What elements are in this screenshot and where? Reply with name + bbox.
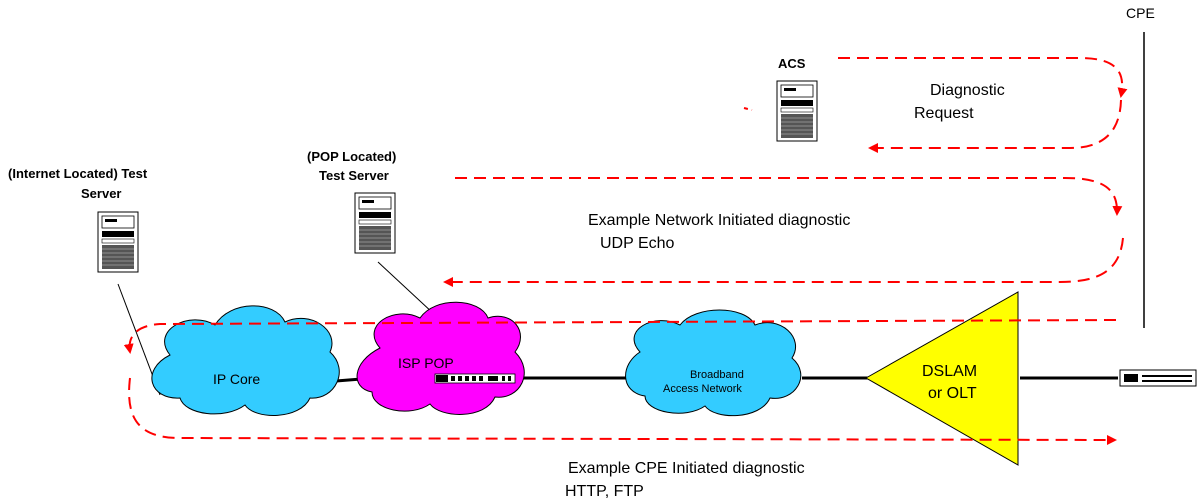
internet-server-label-2: Server: [81, 186, 121, 201]
cpe-label: CPE: [1126, 5, 1155, 21]
ip-core-cloud: IP Core: [151, 305, 340, 416]
acs-arc: [743, 107, 753, 111]
pop-server-label-2: Test Server: [319, 168, 389, 183]
dslam-label-2: or OLT: [928, 385, 977, 402]
broadband-cloud: Broadband Access Network: [625, 309, 802, 417]
isp-pop-label: ISP POP: [398, 355, 454, 371]
router-icon: [434, 373, 516, 384]
internet-server-icon: [97, 211, 139, 273]
modem-icon: [1119, 369, 1197, 387]
diag-request-label-2: Request: [914, 105, 974, 122]
dslam-label-1: DSLAM: [922, 363, 977, 380]
isp-pop-cloud: ISP POP: [356, 301, 525, 415]
ip-core-label: IP Core: [213, 371, 260, 387]
internet-server-label-1: (Internet Located) Test: [8, 166, 148, 181]
network-initiated-label-1: Example Network Initiated diagnostic: [588, 212, 850, 229]
pop-server-icon: [354, 192, 396, 254]
acs-server-icon: [776, 80, 818, 142]
network-response-arrow: [443, 237, 1124, 287]
broadband-label-1: Broadband: [690, 369, 744, 381]
acs-label: ACS: [778, 56, 806, 71]
diag-request-label-1: Diagnostic: [930, 82, 1005, 99]
dslam-triangle: DSLAM or OLT: [864, 291, 1019, 466]
cpe-initiated-label-2: HTTP, FTP: [565, 483, 644, 500]
cpe-return-arrow: [123, 319, 1117, 354]
acs-response-arrow: [868, 99, 1122, 153]
network-request-arrow: [455, 177, 1123, 216]
broadband-label-2: Access Network: [663, 383, 742, 395]
pop-server-label-1: (POP Located): [307, 149, 396, 164]
cpe-initiated-label-1: Example CPE Initiated diagnostic: [568, 460, 805, 477]
network-initiated-label-2: UDP Echo: [600, 235, 675, 252]
